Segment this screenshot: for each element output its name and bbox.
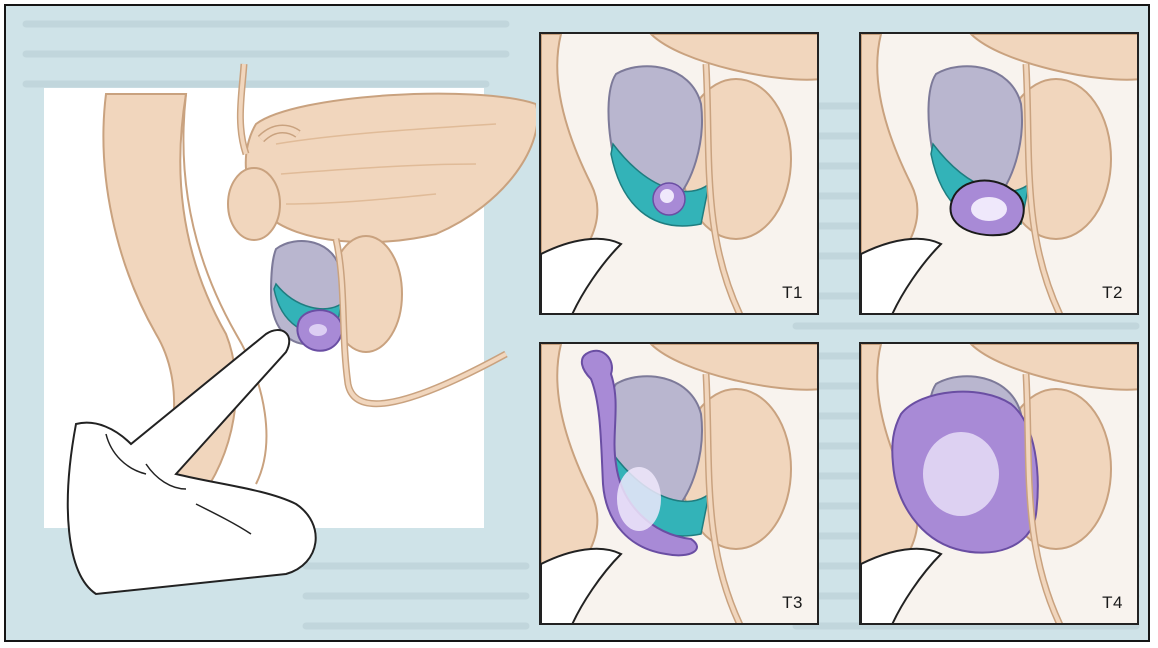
stage-panel-t1: T1: [539, 32, 819, 315]
stage-panel-t4: T4: [859, 342, 1139, 625]
bladder: [246, 94, 536, 243]
stage-label-t2: T2: [1102, 283, 1123, 303]
stage-panel-t3: T3: [539, 342, 819, 625]
stage-label-t3: T3: [782, 593, 803, 613]
seminal-vesicle: [228, 168, 280, 240]
stage-label-t1: T1: [782, 283, 803, 303]
stage-t2-illustration: [861, 34, 1139, 315]
stage-label-t4: T4: [1102, 593, 1123, 613]
stage-t3-illustration: [541, 344, 819, 625]
figure-frame: T1 T2 T3: [4, 4, 1150, 642]
digital-rectal-exam-illustration: [36, 34, 536, 614]
stage-t4-illustration: [861, 344, 1139, 625]
stage-t1-illustration: [541, 34, 819, 315]
stage-panel-t2: T2: [859, 32, 1139, 315]
